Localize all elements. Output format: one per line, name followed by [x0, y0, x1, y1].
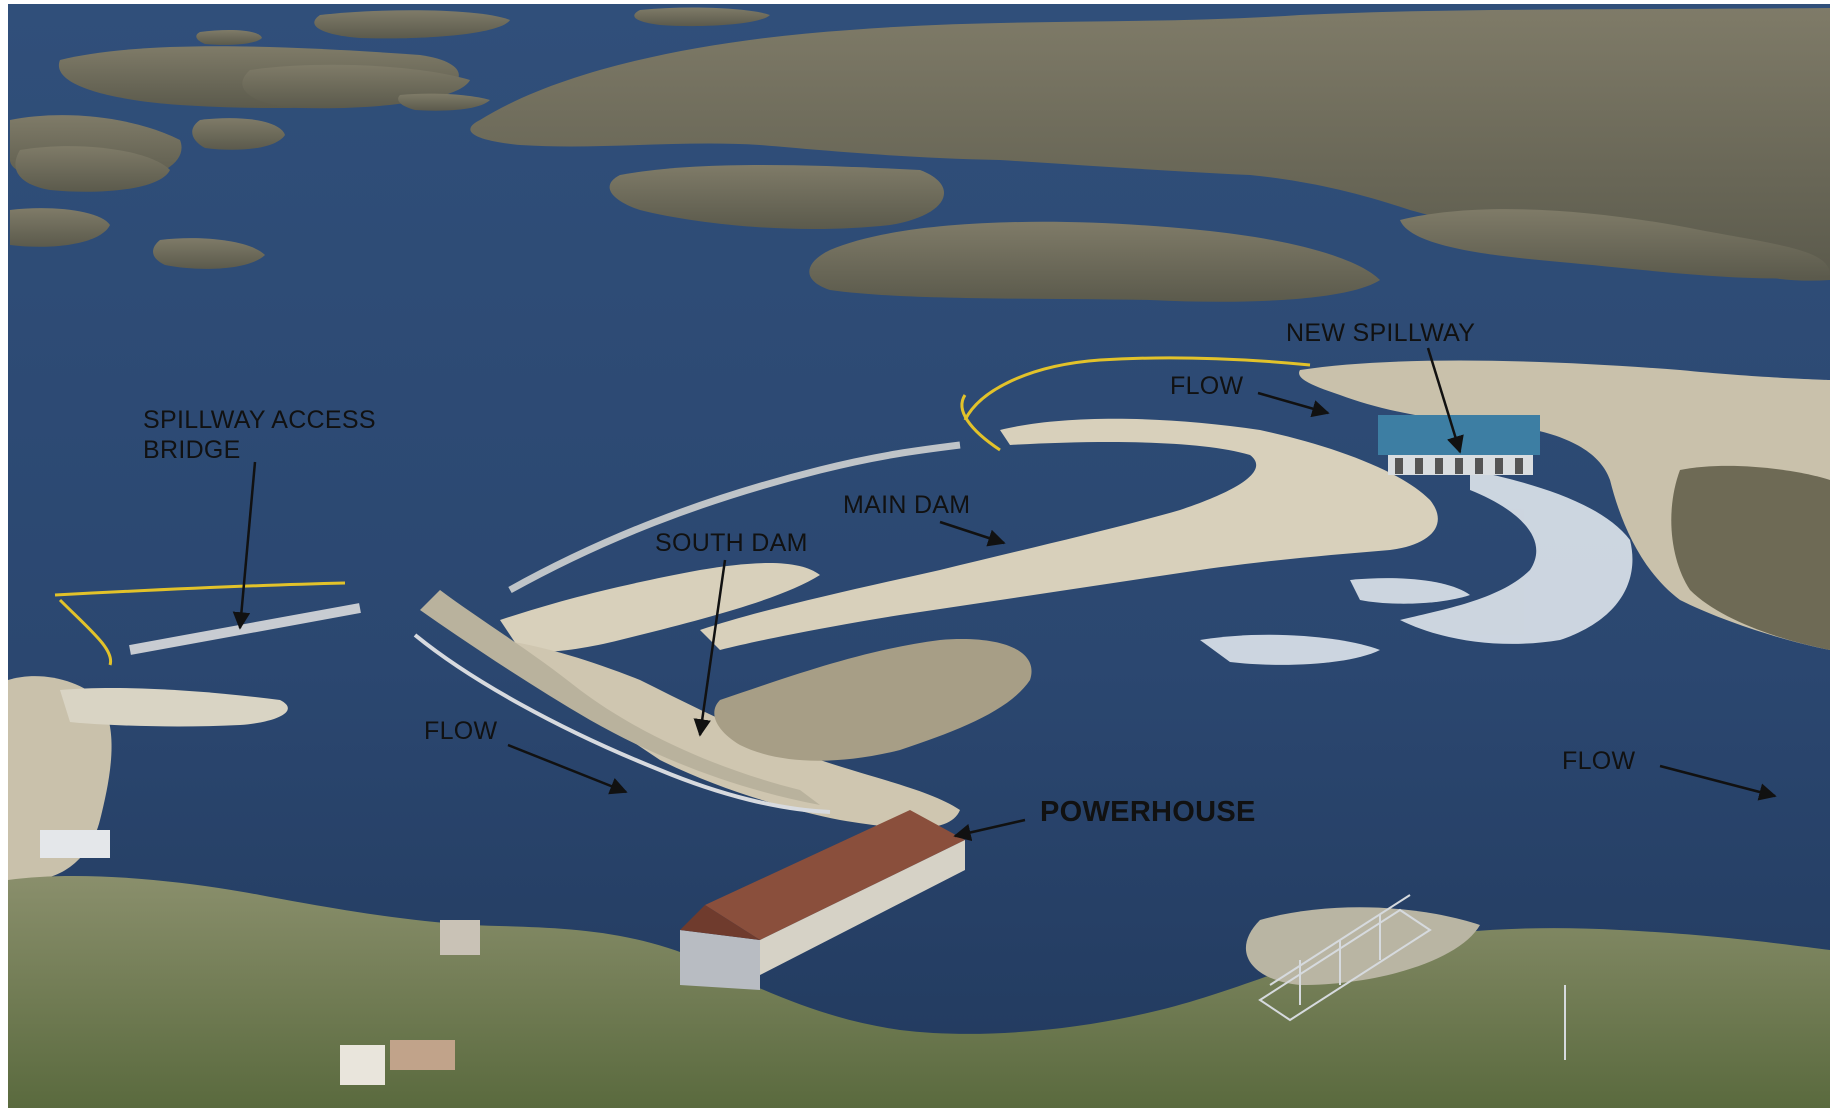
label-powerhouse: POWERHOUSE [1040, 796, 1256, 828]
label-flow-upper: FLOW [1170, 372, 1244, 400]
right-shore [1299, 360, 1830, 650]
site-buildings [40, 830, 480, 1085]
left-shore [8, 676, 288, 880]
powerhouse-building [680, 810, 965, 990]
annotation-arrows [232, 347, 1777, 842]
rapids [1200, 470, 1633, 665]
switchyard-structure [1258, 894, 1566, 1060]
label-spillway-access-bridge: SPILLWAY ACCESS BRIDGE [143, 406, 376, 464]
label-main-dam: MAIN DAM [843, 491, 971, 519]
new-spillway-structure [1378, 415, 1540, 475]
dam-embankments [420, 418, 1438, 829]
label-flow-right: FLOW [1562, 747, 1636, 775]
forested-islands [10, 7, 1830, 302]
label-flow-left: FLOW [424, 717, 498, 745]
label-new-spillway: NEW SPILLWAY [1286, 319, 1476, 347]
label-south-dam: SOUTH DAM [655, 529, 808, 557]
